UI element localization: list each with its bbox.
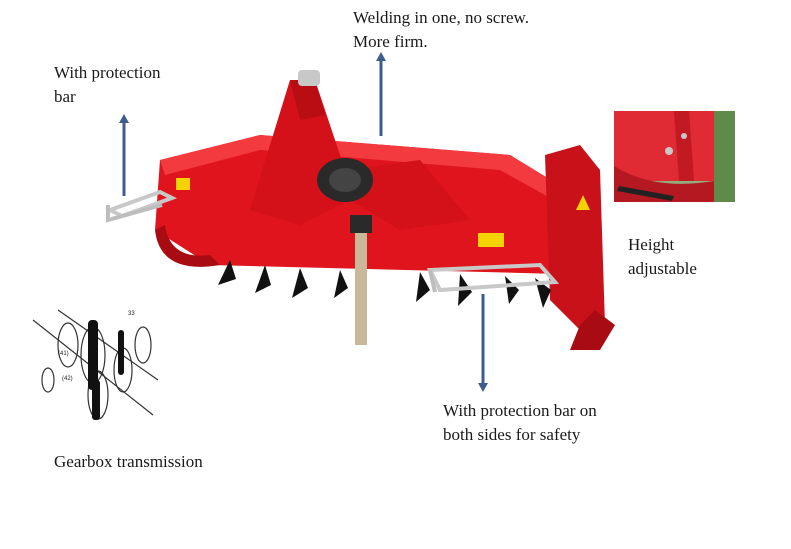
left-protection-bar — [104, 189, 178, 219]
welding-label-line1: Welding in one, no screw. — [353, 8, 529, 27]
height-adjustment-photo — [614, 111, 735, 202]
rotary-tiller-image — [104, 70, 615, 350]
svg-text:(41): (41) — [58, 351, 69, 357]
height-adjustable-label-line2: adjustable — [628, 259, 697, 278]
right-protection-bar — [426, 262, 560, 293]
gearbox-diagram: (41) (42) 33 — [32, 309, 159, 420]
down-arrow-right — [478, 294, 488, 392]
up-arrow-left — [119, 114, 129, 196]
svg-text:(42): (42) — [62, 376, 73, 382]
side-plate — [545, 145, 605, 340]
protection-bar-label-line1: With protection — [54, 63, 161, 82]
protection-bar-label-line2: bar — [54, 87, 76, 106]
svg-text:33: 33 — [128, 311, 135, 317]
both-sides-label-line2: both sides for safety — [443, 425, 581, 444]
welding-label-line2: More firm. — [353, 32, 428, 51]
both-sides-label-line1: With protection bar on — [443, 401, 597, 420]
up-arrow-top — [376, 52, 386, 136]
height-adjustable-label-line1: Height — [628, 235, 675, 254]
gearbox-label: Gearbox transmission — [54, 452, 203, 471]
support-leg — [355, 230, 367, 345]
